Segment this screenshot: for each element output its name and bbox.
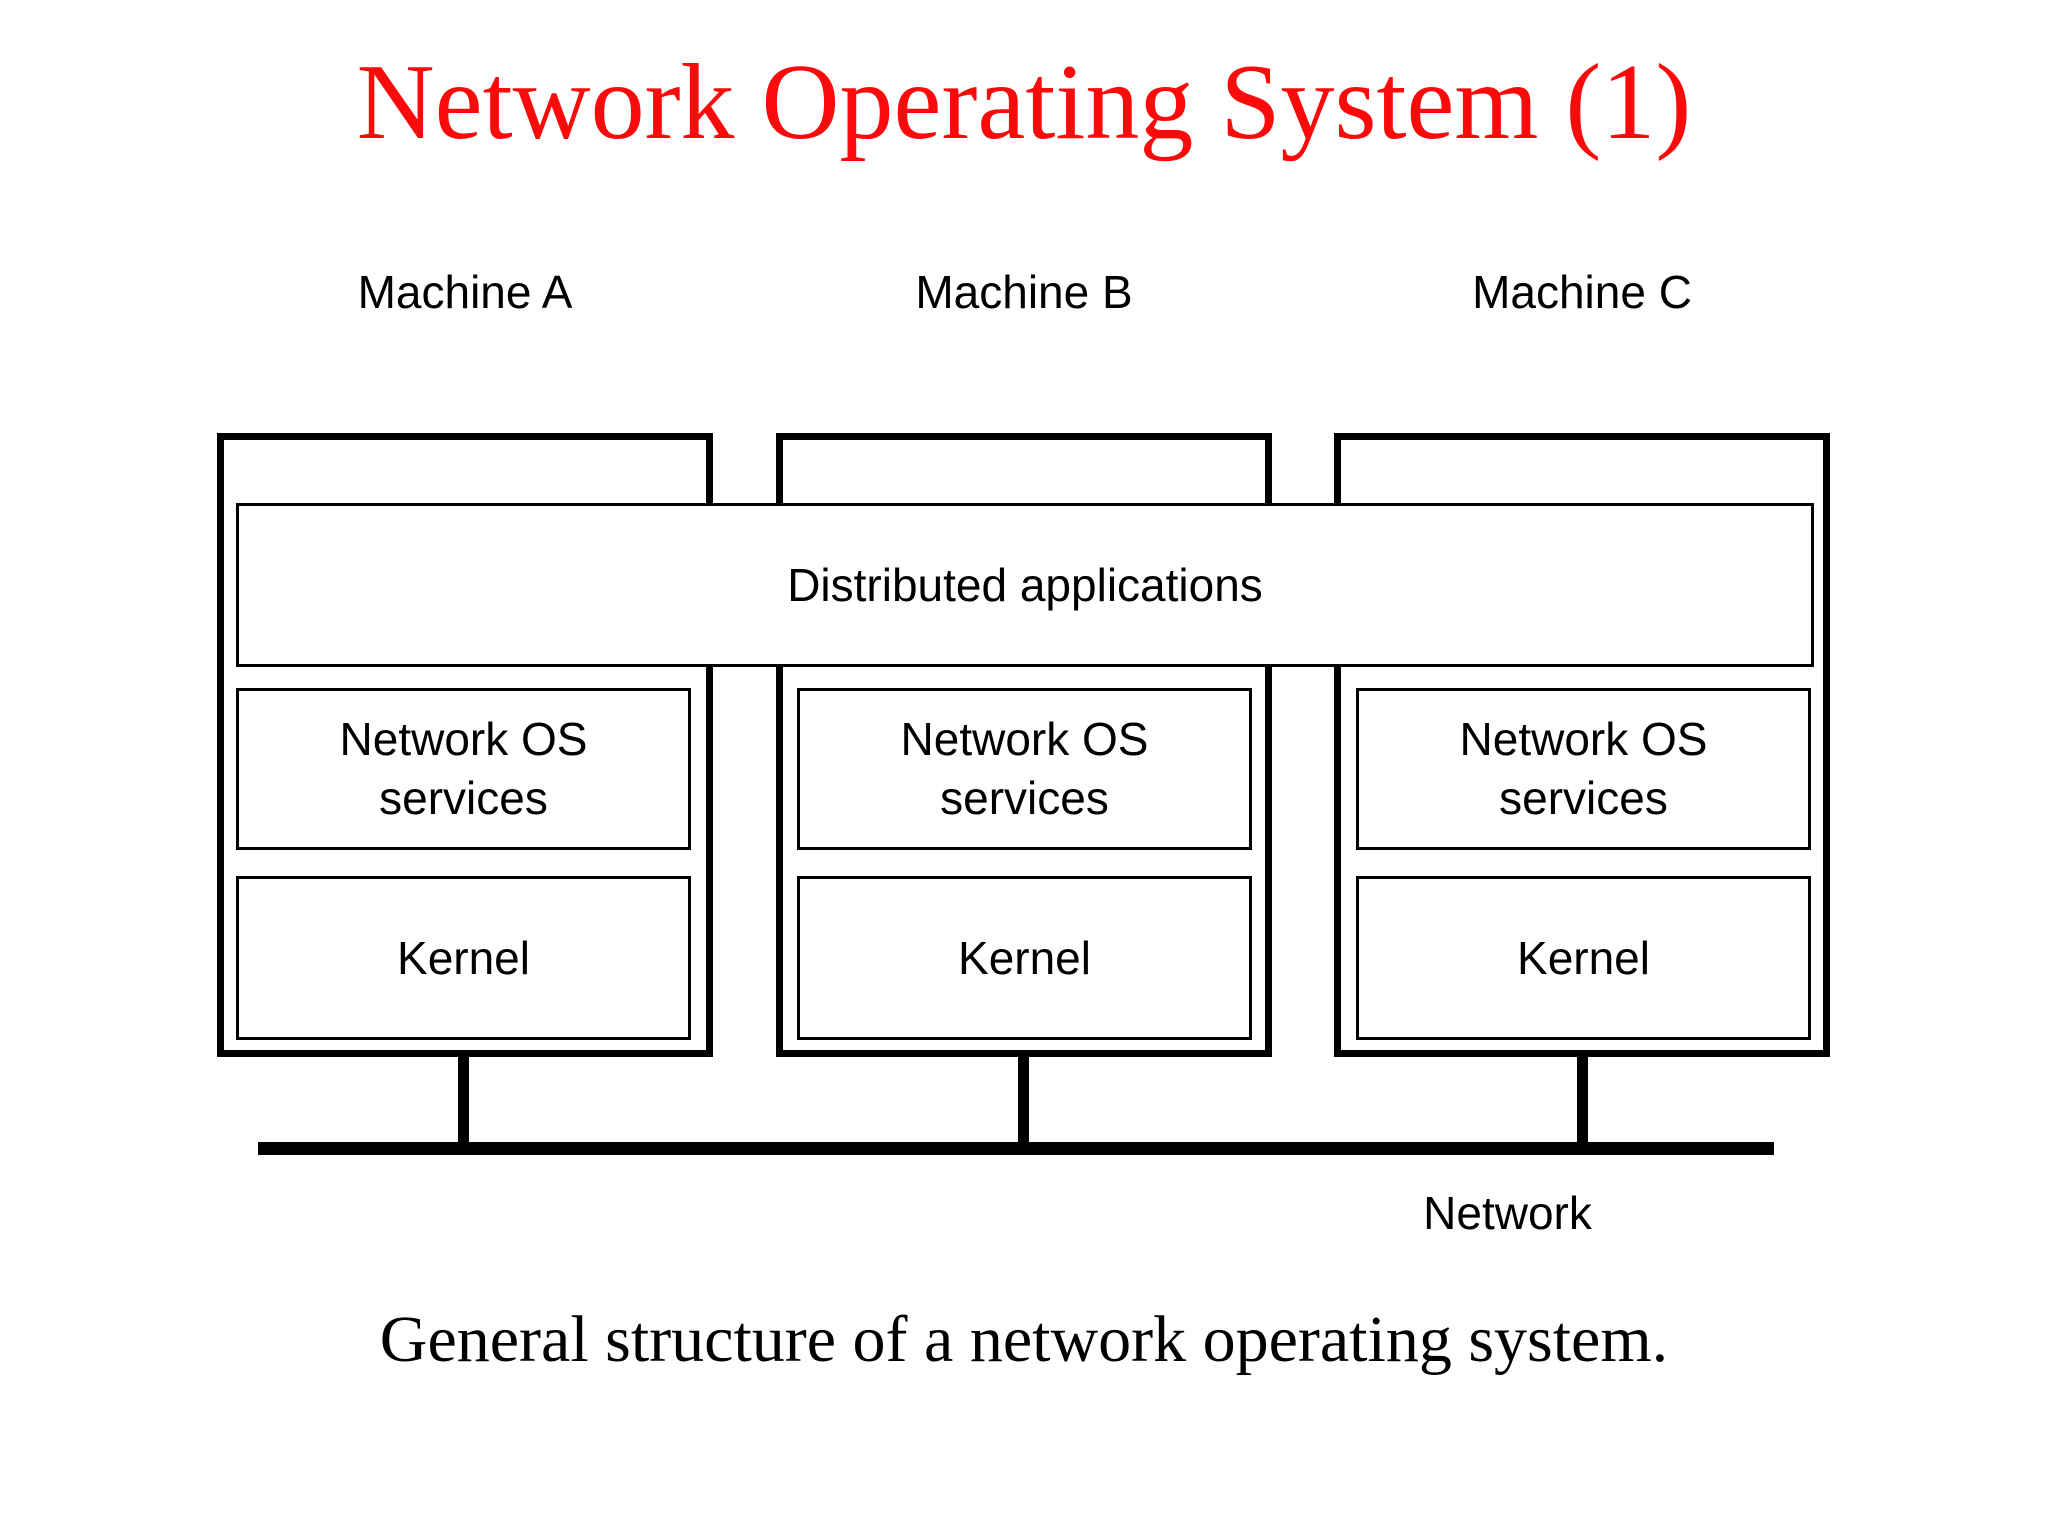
machine-b-label: Machine B [915, 266, 1133, 318]
kernel-label: Kernel [397, 931, 530, 984]
machine-b-network-connector-line [1018, 1048, 1029, 1148]
machine-b-network-os-box: Network OS services [797, 688, 1252, 850]
machine-c-network-connector-line [1577, 1048, 1588, 1148]
machine-c-network-os-box: Network OS services [1356, 688, 1811, 850]
distributed-applications-label: Distributed applications [787, 559, 1263, 611]
kernel-label: Kernel [1517, 931, 1650, 984]
figure-caption: General structure of a network operating… [379, 1303, 1669, 1376]
network-bus-line [258, 1142, 1774, 1155]
network-os-label-line2: services [940, 772, 1109, 824]
network-label: Network [1423, 1187, 1592, 1239]
network-os-label-line1: Network OS [339, 713, 588, 766]
machine-a-label: Machine A [357, 266, 573, 318]
machine-a-network-connector-line [458, 1048, 469, 1148]
machine-a-kernel-box: Kernel [236, 876, 691, 1040]
machine-b-kernel-box: Kernel [797, 876, 1252, 1040]
network-os-label-line1: Network OS [1459, 713, 1708, 766]
network-os-label-line2: services [1499, 772, 1668, 824]
machine-a-network-os-box: Network OS services [236, 688, 691, 850]
machine-c-kernel-box: Kernel [1356, 876, 1811, 1040]
machine-c-label: Machine C [1472, 266, 1692, 318]
network-os-label-line1: Network OS [900, 713, 1149, 766]
distributed-applications-box: Distributed applications [236, 503, 1814, 667]
page-title: Network Operating System (1) [356, 43, 1692, 162]
kernel-label: Kernel [958, 931, 1091, 984]
network-os-label-line2: services [379, 772, 548, 824]
